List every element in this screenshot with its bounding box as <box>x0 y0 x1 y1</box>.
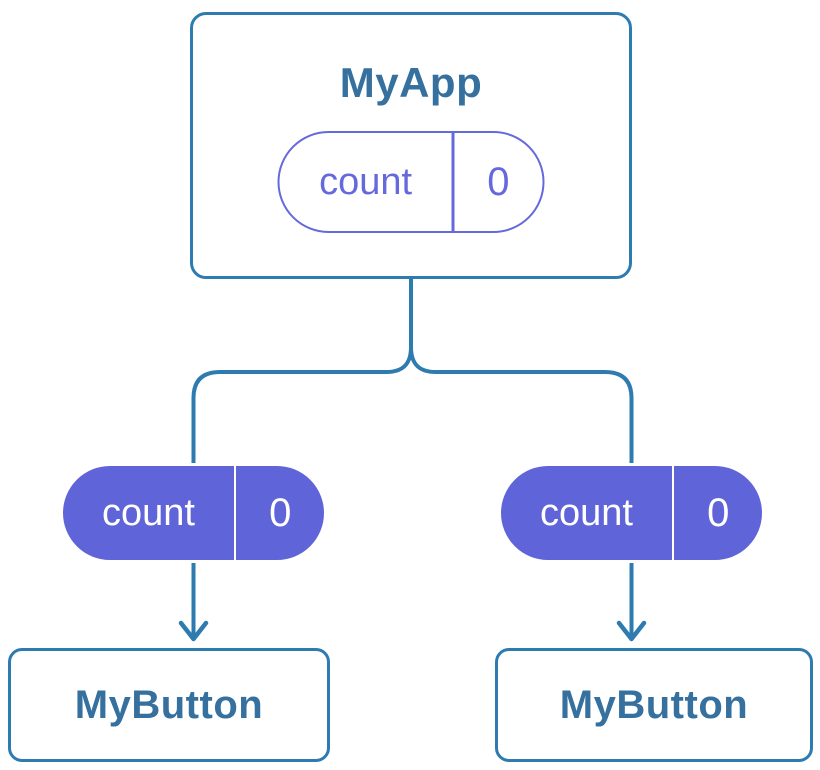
state-pill-left-prop: count 0 <box>60 463 327 563</box>
left-arrow-down-icon <box>178 620 209 642</box>
state-value: 0 <box>487 159 510 204</box>
state-pill-right-prop: count 0 <box>498 463 765 563</box>
pill-divider <box>451 133 455 231</box>
pill-divider <box>671 466 675 560</box>
component-title-mybutton-left: MyButton <box>74 682 264 727</box>
component-title-mybutton-right: MyButton <box>559 682 749 727</box>
state-value: 0 <box>269 490 292 535</box>
pill-divider <box>233 466 237 560</box>
left-branch-line <box>191 277 413 636</box>
state-name: count <box>101 491 195 534</box>
myapp-component-card: MyApp count 0 <box>190 12 632 279</box>
state-name: count <box>539 491 633 534</box>
state-value: 0 <box>707 490 730 535</box>
mybutton-component-card-left: MyButton <box>8 648 330 762</box>
component-title-myapp: MyApp <box>339 59 483 106</box>
right-branch-line <box>409 277 634 636</box>
state-name: count <box>319 160 413 203</box>
mybutton-component-card-right: MyButton <box>495 648 813 762</box>
state-pill-myapp: count 0 <box>277 131 545 233</box>
right-arrow-down-icon <box>616 620 647 642</box>
